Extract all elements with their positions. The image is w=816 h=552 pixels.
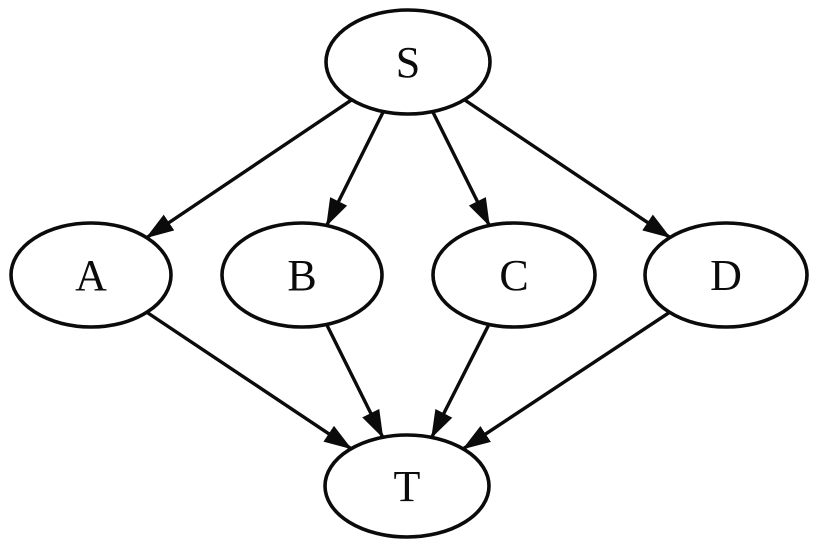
node-label-T: T (394, 462, 421, 511)
edge-A-T (145, 310, 353, 451)
node-T: T (323, 433, 491, 539)
node-ellipse-B (220, 221, 384, 329)
node-ellipse-D (643, 221, 809, 329)
node-label-S: S (396, 38, 420, 87)
node-ellipse-A (9, 221, 173, 329)
edge-S-C (431, 110, 491, 227)
edge-S-A (145, 98, 353, 240)
nodes-layer: S A B C D T (9, 8, 809, 539)
node-label-A: A (75, 251, 107, 300)
node-B: B (220, 221, 384, 329)
edge-D-T (462, 310, 671, 451)
edge-S-B (325, 110, 385, 227)
node-ellipse-C (431, 221, 597, 329)
node-D: D (643, 221, 809, 329)
edges-layer (145, 98, 671, 451)
edge-S-D (463, 98, 671, 239)
edge-C-T (430, 323, 491, 439)
node-label-B: B (287, 251, 316, 300)
node-A: A (9, 221, 173, 329)
node-C: C (431, 221, 597, 329)
node-ellipse-T (323, 433, 491, 539)
node-S: S (324, 8, 492, 116)
edge-B-T (325, 323, 385, 439)
node-label-C: C (499, 251, 528, 300)
node-ellipse-S (324, 8, 492, 116)
node-label-D: D (710, 251, 742, 300)
